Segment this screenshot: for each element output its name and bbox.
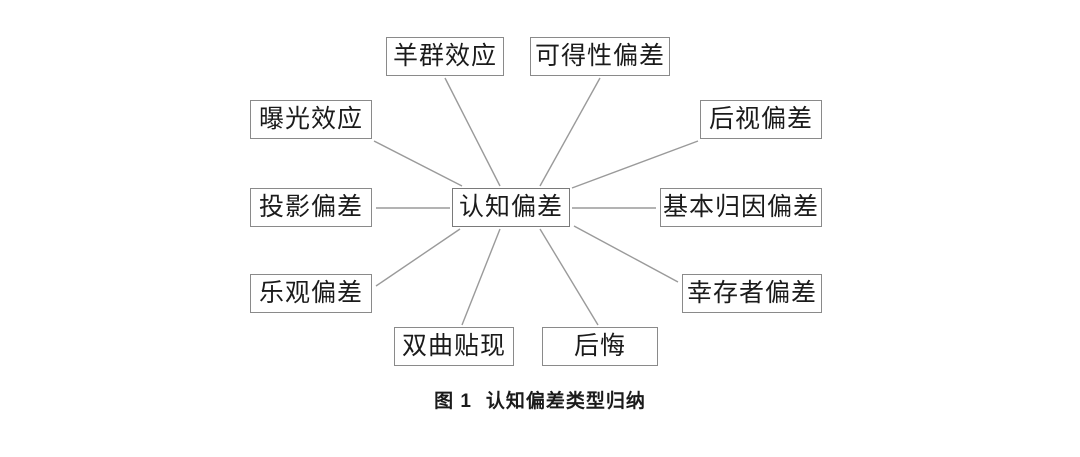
node-hindsight-bias: 后视偏差 bbox=[700, 100, 822, 139]
node-fundamental-attribution-error: 基本归因偏差 bbox=[660, 188, 822, 227]
node-hindsight-bias-label: 后视偏差 bbox=[708, 106, 813, 133]
node-optimism-bias: 乐观偏差 bbox=[250, 274, 372, 313]
connector-herd-effect-to-center bbox=[444, 77, 501, 187]
connector-optimism-bias-to-center bbox=[375, 228, 461, 287]
connector-hyperbolic-discounting-to-center bbox=[461, 228, 501, 326]
node-availability-bias-label: 可得性偏差 bbox=[534, 43, 665, 70]
node-projection-bias: 投影偏差 bbox=[250, 188, 372, 227]
node-exposure-effect-label: 曝光效应 bbox=[258, 106, 363, 133]
node-center-cognitive-bias: 认知偏差 bbox=[452, 188, 570, 227]
caption-title: 认知偏差类型归纳 bbox=[485, 391, 646, 412]
node-herd-effect: 羊群效应 bbox=[386, 37, 504, 76]
connector-survivorship-bias-to-center bbox=[573, 225, 679, 283]
node-survivorship-bias-label: 幸存者偏差 bbox=[686, 280, 817, 307]
node-availability-bias: 可得性偏差 bbox=[530, 37, 670, 76]
connector-availability-bias-to-center bbox=[539, 77, 601, 187]
connector-regret-to-center bbox=[539, 228, 599, 326]
node-regret: 后悔 bbox=[542, 327, 658, 366]
node-hyperbolic-discounting: 双曲贴现 bbox=[394, 327, 514, 366]
node-projection-bias-label: 投影偏差 bbox=[258, 194, 363, 221]
connector-hindsight-bias-to-center bbox=[571, 140, 699, 189]
connector-exposure-effect-to-center bbox=[373, 140, 463, 187]
node-regret-label: 后悔 bbox=[573, 333, 626, 360]
node-herd-effect-label: 羊群效应 bbox=[392, 43, 497, 70]
node-exposure-effect: 曝光效应 bbox=[250, 100, 372, 139]
node-center-cognitive-bias-label: 认知偏差 bbox=[458, 194, 563, 221]
node-survivorship-bias: 幸存者偏差 bbox=[682, 274, 822, 313]
node-fundamental-attribution-error-label: 基本归因偏差 bbox=[662, 194, 819, 221]
figure-caption: 图 1 认知偏差类型归纳 bbox=[0, 386, 1080, 413]
node-optimism-bias-label: 乐观偏差 bbox=[258, 280, 363, 307]
caption-label: 图 1 bbox=[434, 391, 472, 412]
node-hyperbolic-discounting-label: 双曲贴现 bbox=[401, 333, 506, 360]
